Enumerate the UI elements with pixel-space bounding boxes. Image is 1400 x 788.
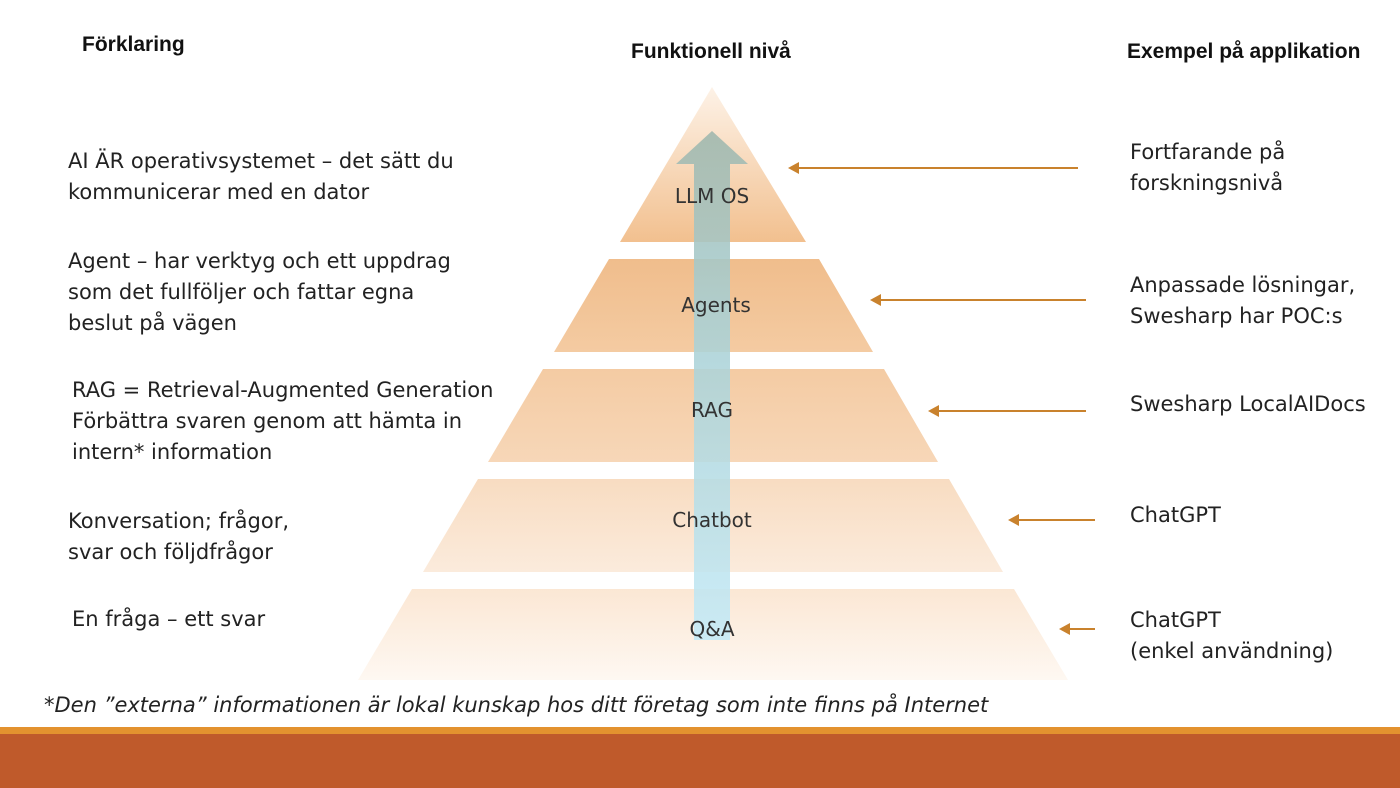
example-rag: Swesharp LocalAIDocs — [1130, 392, 1366, 416]
pointer-arrow-agents — [870, 294, 1086, 306]
explanation-llm-os: AI ÄR operativsystemet – det sätt du kom… — [68, 149, 454, 204]
level-label-qa: Q&A — [689, 617, 735, 641]
explanation-rag: RAG = Retrieval-Augmented Generation För… — [72, 378, 494, 464]
level-label-rag: RAG — [691, 398, 733, 422]
explanation-header: Förklaring — [82, 33, 185, 56]
pointer-arrow-chatbot — [1008, 514, 1095, 526]
footer-accent-line — [0, 727, 1400, 734]
example-qa: ChatGPT (enkel användning) — [1130, 608, 1334, 663]
pointer-arrow-rag — [928, 405, 1086, 417]
upward-arrow — [676, 131, 748, 640]
footnote: *Den ”externa” informationen är lokal ku… — [44, 693, 989, 717]
functional-level-header: Funktionell nivå — [631, 40, 791, 63]
pointer-arrow-qa — [1059, 623, 1095, 635]
pointer-arrow-llm-os — [788, 162, 1078, 174]
example-agents: Anpassade lösningar, Swesharp har POC:s — [1130, 273, 1356, 328]
example-chatbot: ChatGPT — [1130, 503, 1221, 527]
footer-band — [0, 727, 1400, 788]
explanation-chatbot: Konversation; frågor, svar och följdfråg… — [68, 509, 290, 564]
level-label-chatbot: Chatbot — [672, 508, 752, 532]
application-example-header: Exempel på applikation — [1127, 40, 1361, 63]
example-llm-os: Fortfarande på forskningsnivå — [1130, 140, 1286, 195]
explanation-qa: En fråga – ett svar — [72, 607, 266, 631]
explanation-agents: Agent – har verktyg och ett uppdrag som … — [68, 249, 451, 335]
level-label-agents: Agents — [681, 293, 751, 317]
level-label-llm-os: LLM OS — [674, 184, 750, 208]
